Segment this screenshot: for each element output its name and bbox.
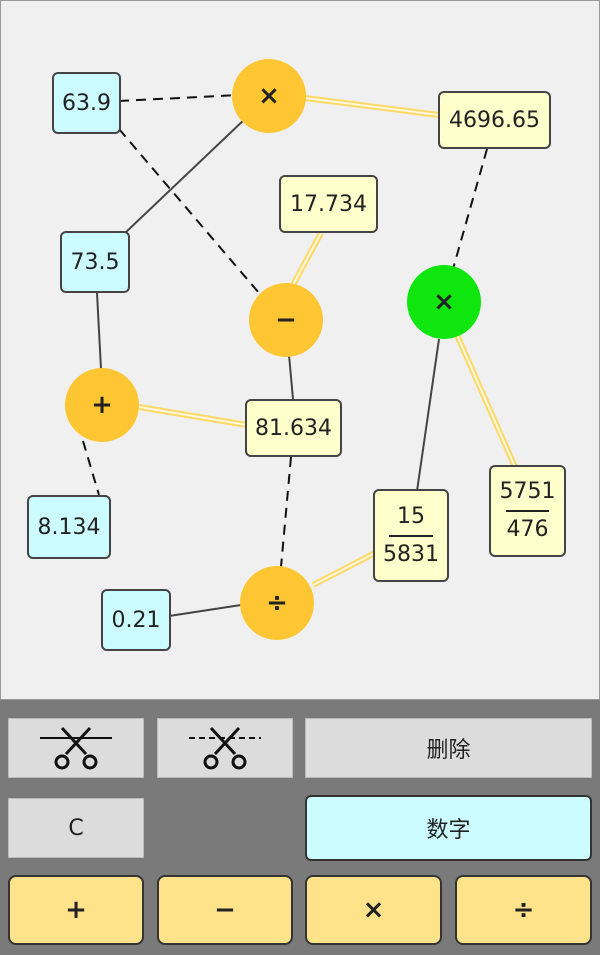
subtract-button[interactable]: − [157,875,293,945]
scissors-dashed-line-icon [189,726,261,770]
number-node[interactable]: 73.5 [60,231,130,293]
edge-dashed[interactable] [280,456,292,568]
fraction-node[interactable]: 5751 476 [489,465,566,557]
number-node[interactable]: 63.9 [52,72,121,134]
control-panel: 删除 C 数字 + − × ÷ [0,700,600,955]
edge-solid[interactable] [288,354,294,400]
edge-solid[interactable] [124,116,248,234]
operator-node-subtract[interactable]: − [249,283,323,357]
fraction-denominator: 5831 [383,541,439,567]
number-node[interactable]: 8.134 [27,495,111,559]
number-button[interactable]: 数字 [305,795,592,861]
edge-solid[interactable] [168,604,242,617]
edge-result[interactable] [454,333,518,469]
game-board[interactable]: 63.9 73.5 8.134 0.21 4696.65 17.734 81.6… [0,0,600,700]
delete-button[interactable]: 删除 [305,718,592,778]
operator-node-add[interactable]: + [65,368,139,442]
edge-result[interactable] [290,231,324,287]
result-node[interactable]: 4696.65 [438,91,551,149]
fraction-node[interactable]: 15 5831 [373,489,449,582]
edge-dashed[interactable] [118,128,260,294]
operator-node-multiply[interactable]: × [232,59,306,133]
edge-dashed[interactable] [118,94,240,102]
fraction-numerator: 5751 [499,479,556,504]
edge-result[interactable] [138,404,248,428]
connection-layer [82,94,518,617]
cut-solid-button[interactable] [8,718,144,778]
number-node[interactable]: 0.21 [101,589,171,651]
edge-dashed[interactable] [82,440,100,496]
add-button[interactable]: + [8,875,144,945]
edge-solid[interactable] [416,338,440,492]
divide-button[interactable]: ÷ [455,875,592,945]
fraction-denominator: 476 [506,517,549,542]
scissors-solid-line-icon [40,726,112,770]
edge-solid[interactable] [96,292,102,370]
fraction-bar [505,510,550,512]
operator-node-multiply-selected[interactable]: × [407,265,481,339]
fraction-numerator: 15 [397,503,425,529]
cut-dashed-button[interactable] [157,718,293,778]
edge-result[interactable] [304,95,440,118]
result-node[interactable]: 17.734 [279,175,378,233]
edge-dashed[interactable] [452,148,488,270]
operator-node-divide[interactable]: ÷ [240,566,314,640]
fraction-bar [389,534,433,537]
clear-button[interactable]: C [8,798,144,858]
multiply-button[interactable]: × [305,875,442,945]
result-node[interactable]: 81.634 [245,399,342,457]
edge-result[interactable] [311,550,377,588]
